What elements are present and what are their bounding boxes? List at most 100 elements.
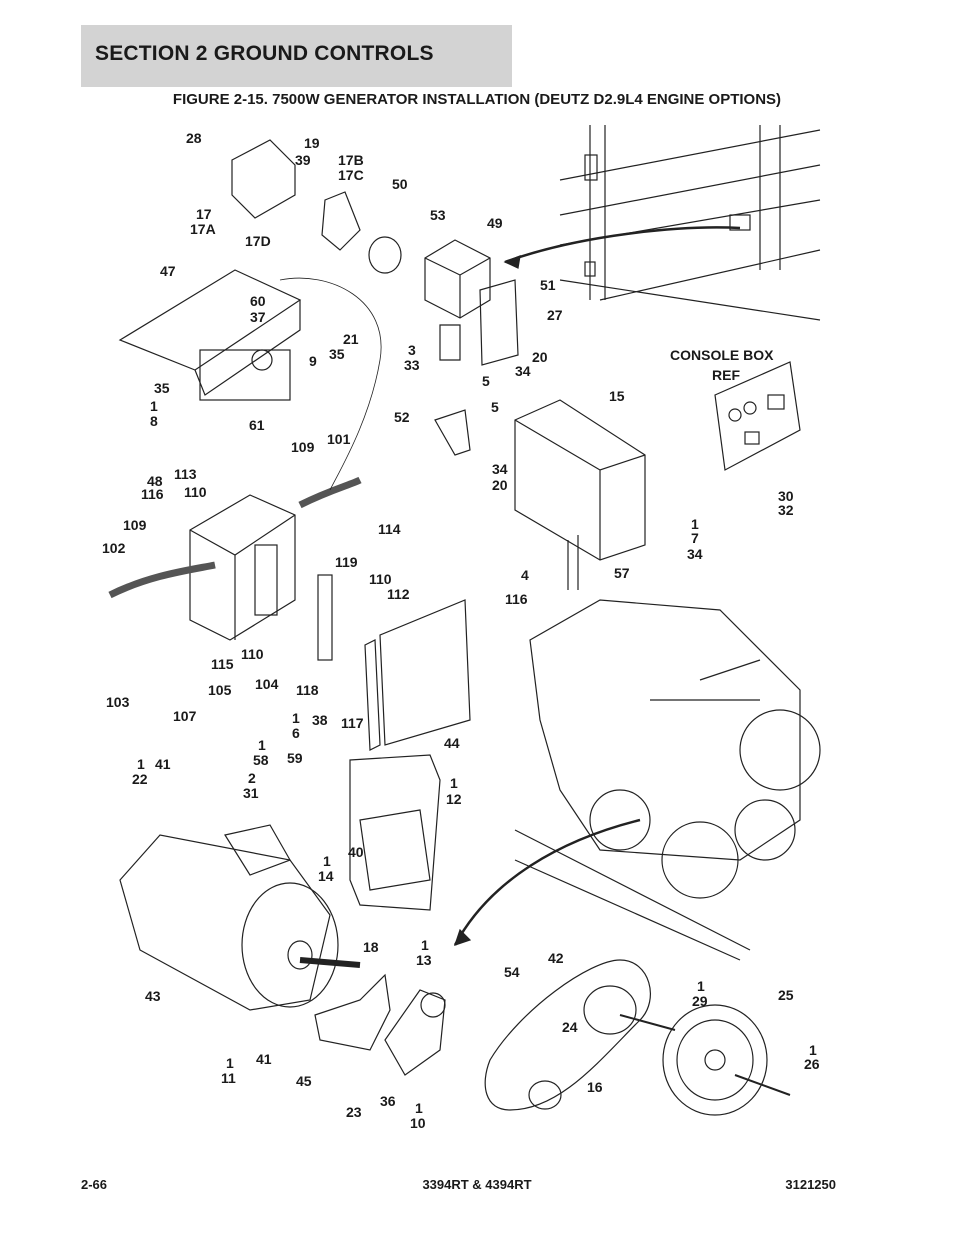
callout-label: 41 <box>155 756 171 772</box>
callout-label: 9 <box>309 353 317 369</box>
callout-label: 43 <box>145 988 161 1004</box>
callout-label: 15 <box>609 388 625 404</box>
callout-label: 32 <box>778 502 794 518</box>
callout-label: 49 <box>487 215 503 231</box>
callout-label: 5 <box>482 373 490 389</box>
callout-label: 41 <box>256 1051 272 1067</box>
callout-label: 26 <box>804 1056 820 1072</box>
callout-label: 107 <box>173 708 197 724</box>
callout-label: 102 <box>102 540 126 556</box>
callout-label: 110 <box>184 484 207 500</box>
callout-label: 39 <box>295 152 311 168</box>
junction-box-drawing <box>108 277 382 641</box>
callout-label: 6 <box>292 725 300 741</box>
callout-label: 5 <box>491 399 499 415</box>
callout-label: 1 <box>226 1055 234 1071</box>
callout-label: 1 <box>697 978 705 994</box>
callout-label: 7 <box>691 530 699 546</box>
callout-label: 51 <box>540 277 556 293</box>
control-box-drawing <box>514 399 646 590</box>
callout-label: 20 <box>492 477 508 493</box>
chassis-frame-drawing <box>503 125 821 321</box>
console-box-label: CONSOLE BOX <box>670 347 774 363</box>
callout-label: 112 <box>387 586 410 602</box>
callout-label: 17D <box>245 233 271 249</box>
pulley-belt-drawing <box>484 959 791 1116</box>
callout-label: 37 <box>250 309 266 325</box>
callout-label: 1 <box>137 756 145 772</box>
console-ref-label: REF <box>712 367 740 383</box>
callout-label: 1 <box>323 853 331 869</box>
callout-label: 17C <box>338 167 364 183</box>
callout-label: 42 <box>548 950 564 966</box>
engine-drawing <box>453 599 821 961</box>
callout-label: 119 <box>335 554 358 570</box>
callout-label: 20 <box>532 349 548 365</box>
callout-label: 3 <box>408 342 416 358</box>
callout-label: 1 <box>809 1042 817 1058</box>
mounting-plate-drawing <box>118 269 302 401</box>
callout-label: 44 <box>444 735 460 751</box>
callout-label: 59 <box>287 750 303 766</box>
document-number: 3121250 <box>785 1177 836 1192</box>
callout-label: 12 <box>446 791 462 807</box>
callout-label: 117 <box>341 715 364 731</box>
callout-label: 34 <box>687 546 703 562</box>
callout-label: 1 <box>292 710 300 726</box>
callout-label: 16 <box>587 1079 603 1095</box>
callout-label: 58 <box>253 752 269 768</box>
callout-label: 116 <box>141 486 164 502</box>
callout-labels: 28 19 39 17B 17C 50 17 17A 17D 53 49 47 … <box>102 130 820 1131</box>
bracket-drawing <box>434 409 471 456</box>
callout-label: 118 <box>296 682 319 698</box>
callout-label: 36 <box>380 1093 396 1109</box>
model-number: 3394RT & 4394RT <box>422 1177 532 1192</box>
callout-label: 19 <box>304 135 320 151</box>
callout-label: 34 <box>492 461 508 477</box>
callout-label: 45 <box>296 1073 312 1089</box>
callout-label: 105 <box>208 682 232 698</box>
callout-label: 14 <box>318 868 334 884</box>
figure-title: FIGURE 2-15. 7500W GENERATOR INSTALLATIO… <box>172 91 782 108</box>
callout-label: 1 <box>415 1100 423 1116</box>
callout-label: 11 <box>221 1070 236 1086</box>
callout-label: 22 <box>132 771 148 787</box>
callout-label: 1 <box>450 775 458 791</box>
callout-label: 50 <box>392 176 408 192</box>
callout-label: 48 <box>147 473 163 489</box>
callout-label: 10 <box>410 1115 426 1131</box>
page-number: 2-66 <box>81 1177 108 1192</box>
callout-label: 13 <box>416 952 432 968</box>
callout-label: 1 <box>150 398 158 414</box>
callout-label: 17 <box>196 206 212 222</box>
callout-label: 109 <box>291 439 315 455</box>
callout-label: 23 <box>346 1104 362 1120</box>
console-box-drawing <box>714 361 801 471</box>
relay-and-grommets-drawing <box>231 139 519 366</box>
section-header: SECTION 2 GROUND CONTROLS <box>81 25 512 87</box>
callout-label: 2 <box>248 770 256 786</box>
callout-label: 35 <box>154 380 170 396</box>
callout-label: 18 <box>363 939 379 955</box>
callout-label: 17A <box>190 221 216 237</box>
callout-label: 31 <box>243 785 259 801</box>
callout-label: 30 <box>778 488 794 504</box>
callout-label: 57 <box>614 565 630 581</box>
callout-label: 1 <box>691 516 699 532</box>
idler-bracket-drawing <box>314 973 446 1076</box>
callout-label: 25 <box>778 987 794 1003</box>
callout-label: 27 <box>547 307 563 323</box>
generator-drawing <box>119 824 361 1011</box>
callout-label: 114 <box>378 521 401 537</box>
callout-label: 29 <box>692 993 708 1009</box>
callout-label: 35 <box>329 346 345 362</box>
callout-label: 17B <box>338 152 364 168</box>
callout-label: 47 <box>160 263 176 279</box>
section-title: SECTION 2 GROUND CONTROLS <box>95 42 434 65</box>
callout-label: 1 <box>258 737 266 753</box>
cover-plate-drawing <box>317 574 471 751</box>
callout-label: 4 <box>521 567 529 583</box>
callout-label: 24 <box>562 1019 578 1035</box>
callout-label: 110 <box>369 571 392 587</box>
